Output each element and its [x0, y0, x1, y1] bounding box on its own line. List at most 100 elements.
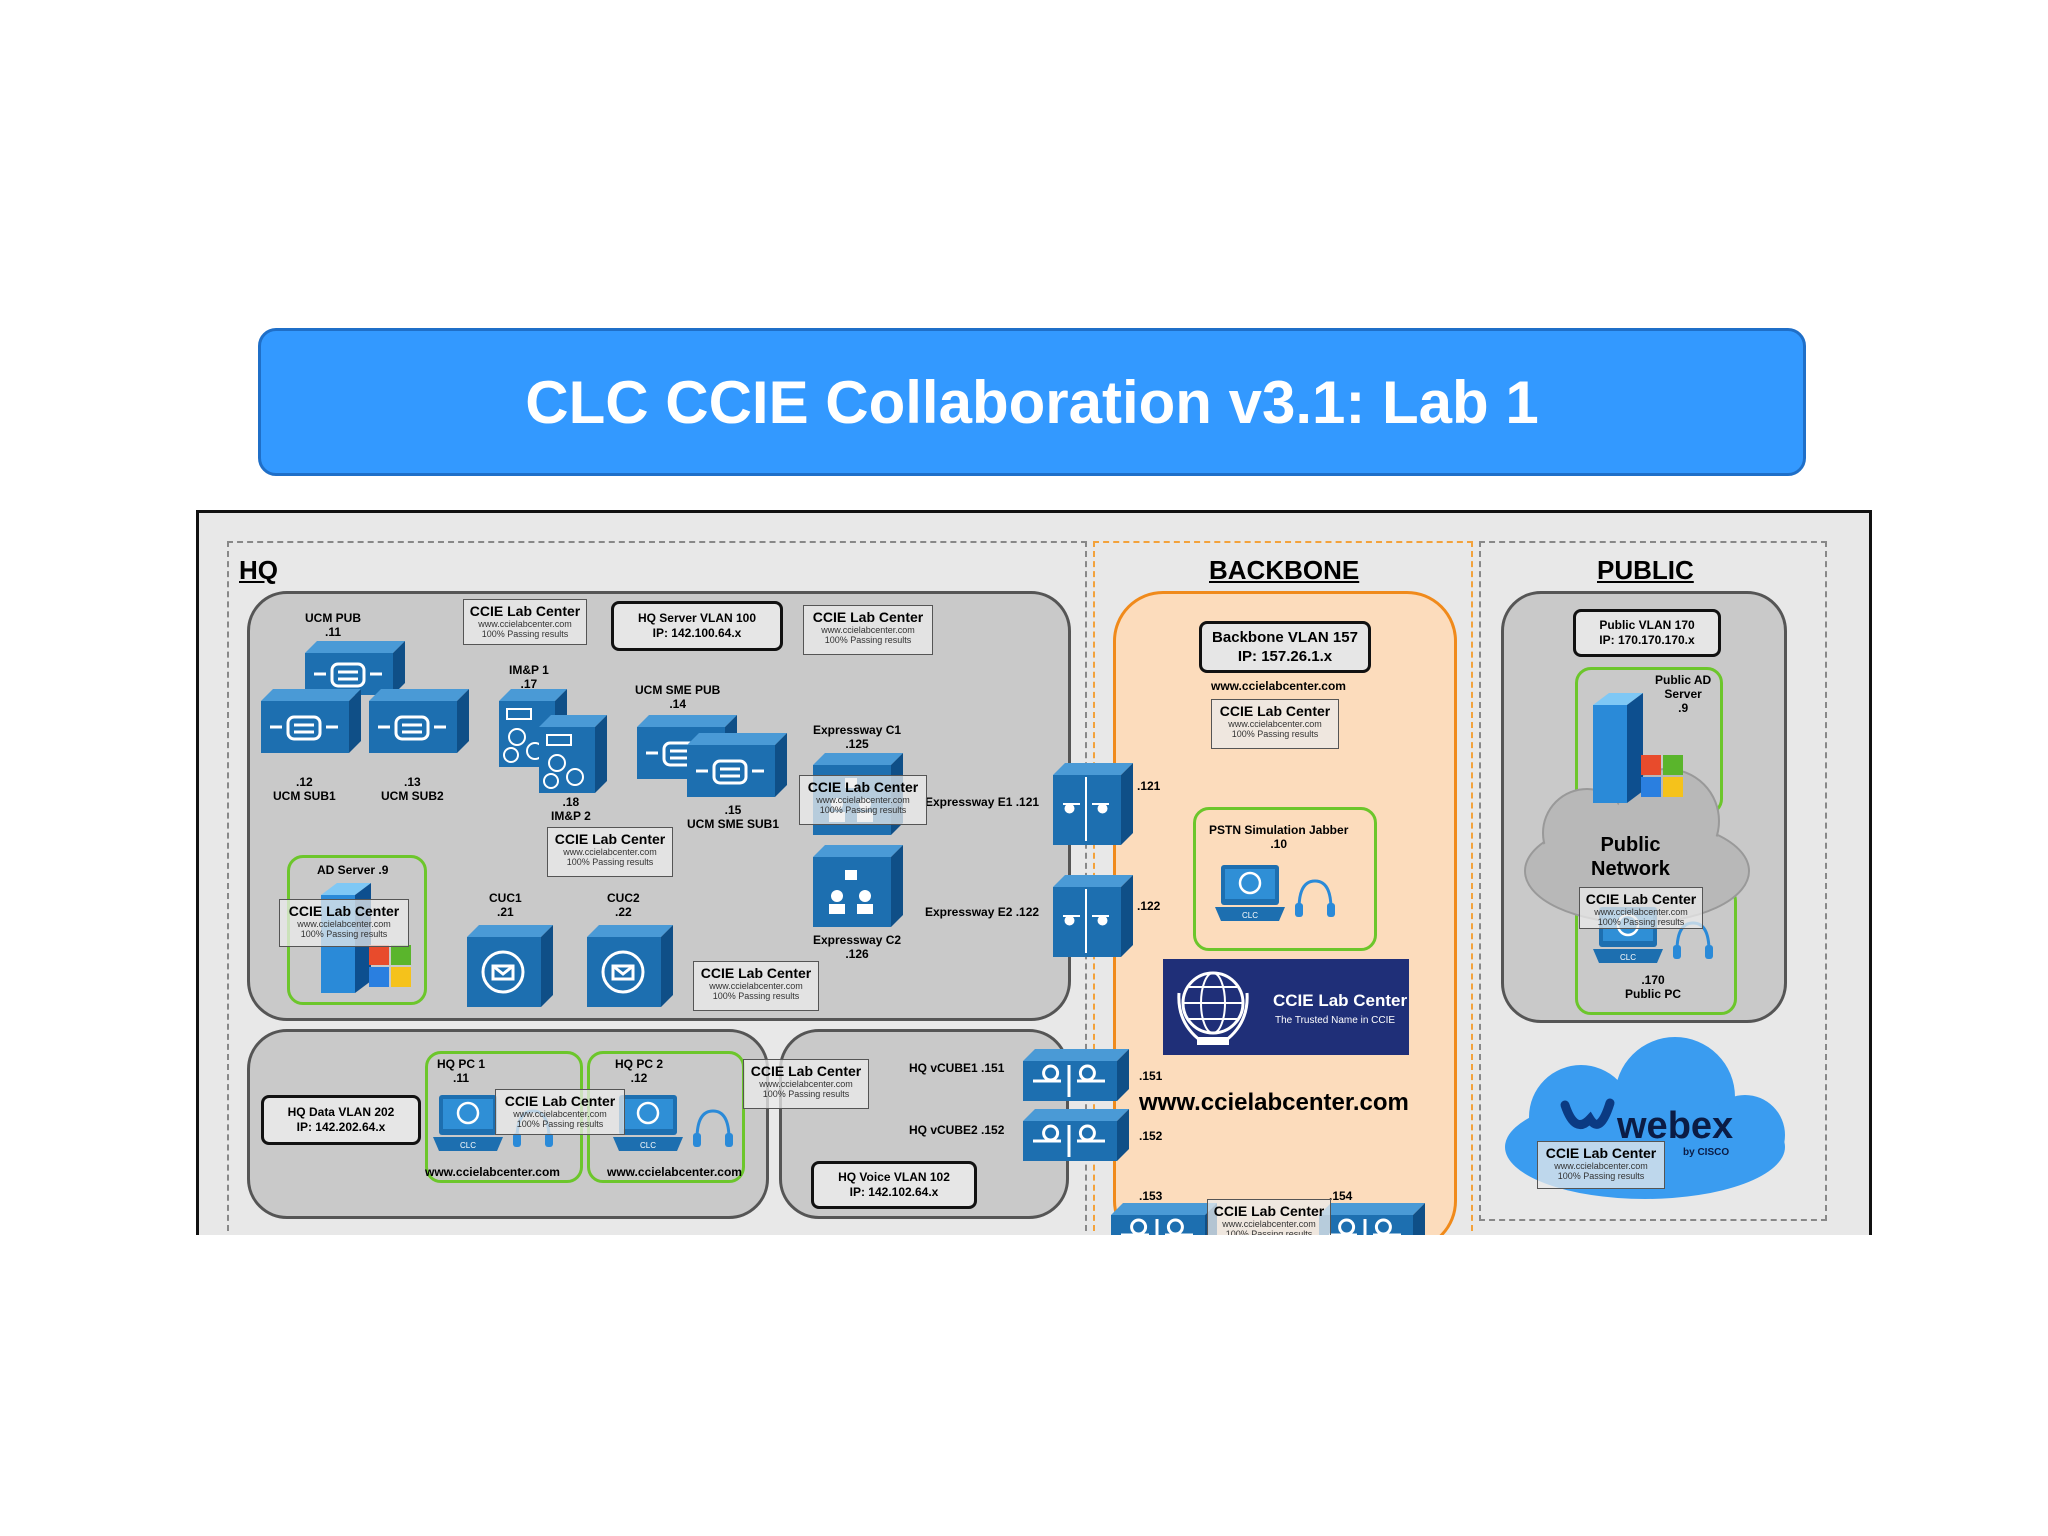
watermark-box: CCIE Lab Center www.ccielabcenter.com 10…: [547, 827, 673, 877]
ucm-sub2-name: UCM SUB2: [381, 789, 444, 803]
exp-e2-label: Expressway E2 .122: [925, 905, 1040, 919]
backbone-vlan: Backbone VLAN 157 IP: 157.26.1.x: [1199, 621, 1371, 673]
sme-pub-name: UCM SME PUB: [635, 683, 721, 697]
watermark-box: CCIE Lab Center www.ccielabcenter.com 10…: [1207, 1199, 1331, 1235]
vlan-ip: IP: 142.102.64.x: [849, 1185, 939, 1199]
watermark-box: CCIE Lab Center www.ccielabcenter.com 10…: [693, 961, 819, 1011]
bb-153-ip: .153: [1139, 1189, 1163, 1203]
imp2-label: .18 IM&P 2: [551, 795, 591, 823]
watermark-url: www.ccielabcenter.com: [759, 1079, 853, 1089]
pstn-jabber-label: PSTN Simulation Jabber .10: [1209, 823, 1348, 851]
watermark-note: 100% Passing results: [300, 929, 388, 939]
watermark-title: CCIE Lab Center: [1219, 703, 1331, 719]
watermark-url: www.ccielabcenter.com: [821, 625, 915, 635]
cuc2-ip: .22: [614, 905, 632, 919]
pstn-jabber-name: PSTN Simulation Jabber: [1209, 823, 1349, 837]
cuc1-icon: [467, 925, 553, 1007]
watermark-box: CCIE Lab Center www.ccielabcenter.com 10…: [1211, 699, 1339, 749]
webex-wordmark: webex: [1617, 1105, 1734, 1147]
ucm-pub-name: UCM PUB: [305, 611, 361, 625]
watermark-box: CCIE Lab Center www.ccielabcenter.com 10…: [743, 1059, 869, 1109]
hq-pc2-laptop-icon: CLC: [613, 1095, 733, 1151]
exp-c1-label: Expressway C1 .125: [813, 723, 901, 751]
hq-pc1-label: HQ PC 1 .11: [437, 1057, 485, 1085]
watermark-note: 100% Passing results: [1231, 729, 1319, 739]
vlan-ip: IP: 170.170.170.x: [1599, 633, 1695, 647]
globe-icon: [1177, 971, 1249, 1045]
clc-logo-tagline: The Trusted Name in CCIE: [1275, 1015, 1396, 1026]
imp1-ip: .17: [520, 677, 538, 691]
watermark-note: 100% Passing results: [566, 857, 654, 867]
vcube1-label: HQ vCUBE1 .151: [909, 1061, 1005, 1075]
watermark-note: 100% Passing results: [1557, 1171, 1645, 1181]
public-network-line1: Public: [1600, 834, 1661, 856]
hq-pc2-ip: .12: [630, 1071, 648, 1085]
public-zone-label: PUBLIC: [1597, 555, 1694, 585]
vcube1-icon: [1023, 1049, 1129, 1101]
backbone-zone-label: BACKBONE: [1209, 555, 1360, 585]
sme-sub1-name: UCM SME SUB1: [687, 817, 780, 831]
public-ad-server-icon: [1593, 693, 1683, 803]
svg-text:CLC: CLC: [1242, 911, 1258, 920]
watermark-box: CCIE Lab Center www.ccielabcenter.com 10…: [1537, 1141, 1665, 1189]
watermark-note: 100% Passing results: [762, 1089, 850, 1099]
vcube1-ip: .151: [1139, 1069, 1163, 1083]
watermark-title: CCIE Lab Center: [812, 609, 924, 625]
watermark-url: www.ccielabcenter.com: [816, 795, 910, 805]
public-network-line2: Network: [1591, 858, 1670, 880]
watermark-box: CCIE Lab Center www.ccielabcenter.com 10…: [495, 1089, 625, 1135]
public-ad-name2: Server: [1664, 687, 1702, 701]
watermark-title: CCIE Lab Center: [469, 603, 581, 619]
exp-c2-name: Expressway C2: [813, 933, 902, 947]
ucm-sub1-icon: [261, 689, 361, 753]
vlan-name: Public VLAN 170: [1599, 618, 1695, 632]
cuc1-name: CUC1: [489, 891, 522, 905]
title-banner: CLC CCIE Collaboration v3.1: Lab 1: [258, 328, 1806, 476]
sme-sub1-ip: .15: [724, 803, 742, 817]
watermark-title: CCIE Lab Center: [1545, 1145, 1657, 1161]
exp-e1-ip: .121: [1137, 779, 1161, 793]
public-vlan: Public VLAN 170 IP: 170.170.170.x: [1573, 609, 1721, 657]
vlan-name: HQ Server VLAN 100: [637, 611, 757, 625]
watermark-url: www.ccielabcenter.com: [709, 981, 803, 991]
vcube2-label: HQ vCUBE2 .152: [909, 1123, 1005, 1137]
sme-sub1-label: .15 UCM SME SUB1: [687, 803, 779, 831]
watermark-title: CCIE Lab Center: [288, 903, 400, 919]
clc-logo-name: CCIE Lab Center: [1273, 991, 1408, 1010]
pstn-jabber-laptop-icon: CLC: [1215, 865, 1335, 921]
public-zone: [1479, 541, 1827, 1221]
pstn-jabber-box: [1193, 807, 1377, 951]
ucm-sub1-name: UCM SUB1: [273, 789, 336, 803]
watermark-note: 100% Passing results: [712, 991, 800, 1001]
hq-pc2-name: HQ PC 2: [615, 1057, 664, 1071]
watermark-box: CCIE Lab Center www.ccielabcenter.com 10…: [799, 775, 927, 825]
hq-data-vlan: HQ Data VLAN 202 IP: 142.202.64.x: [261, 1095, 421, 1145]
expressway-c2-icon: [813, 845, 903, 927]
watermark-note: 100% Passing results: [481, 629, 569, 639]
ucm-sub2-label: .13 UCM SUB2: [381, 775, 444, 803]
watermark-url: www.ccielabcenter.com: [563, 847, 657, 857]
public-pc-ip: .170: [1641, 973, 1665, 987]
public-ad-label: Public AD Server .9: [1655, 673, 1711, 715]
cuc1-label: CUC1 .21: [489, 891, 522, 919]
ucm-pub-ip: .11: [324, 625, 342, 639]
watermark-box: CCIE Lab Center www.ccielabcenter.com 10…: [463, 599, 587, 645]
public-pc-name: Public PC: [1625, 987, 1682, 1001]
exp-c2-label: Expressway C2 .126: [813, 933, 901, 961]
svg-text:CLC: CLC: [640, 1141, 656, 1150]
vlan-ip: IP: 157.26.1.x: [1237, 648, 1333, 665]
sme-sub1-icon: [687, 733, 787, 797]
svg-text:CLC: CLC: [1620, 953, 1636, 962]
public-ad-name: Public AD: [1655, 673, 1712, 687]
svg-text:CLC: CLC: [460, 1141, 476, 1150]
diagram-title: CLC CCIE Collaboration v3.1: Lab 1: [525, 368, 1539, 436]
ucm-sub1-ip: .12: [295, 775, 313, 789]
vlan-name: HQ Voice VLAN 102: [838, 1170, 950, 1184]
watermark-url: www.ccielabcenter.com: [1228, 719, 1322, 729]
watermark-url: www.ccielabcenter.com: [513, 1109, 607, 1119]
backbone-url: www.ccielabcenter.com: [1211, 679, 1346, 693]
expressway-e2-icon: [1053, 875, 1133, 957]
ucm-sub1-label: .12 UCM SUB1: [273, 775, 336, 803]
vlan-name: Backbone VLAN 157: [1212, 629, 1358, 646]
public-ad-ip: .9: [1678, 701, 1689, 715]
